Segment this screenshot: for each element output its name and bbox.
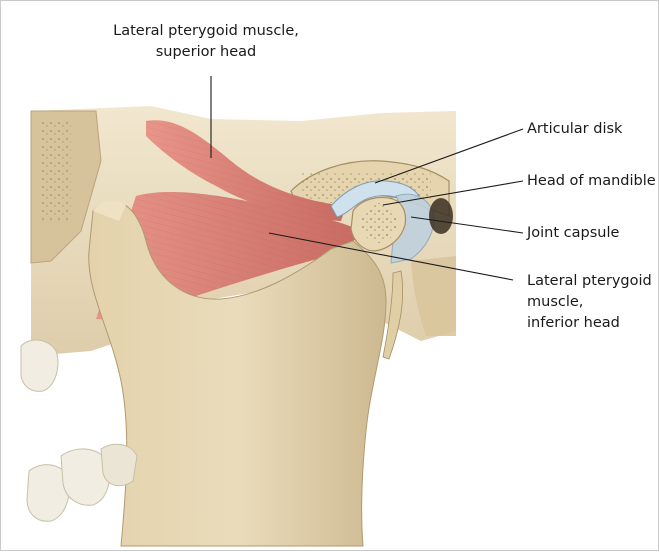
label-head-of-mandible: Head of mandible <box>527 171 656 192</box>
maxilla-spongy <box>41 121 71 221</box>
label-articular-disk: Articular disk <box>527 119 622 140</box>
ear-canal <box>429 198 453 234</box>
label-superior-head: Lateral pterygoid muscle, superior head <box>91 21 321 63</box>
label-inferior-head: Lateral pterygoid muscle, inferior head <box>527 271 652 334</box>
label-joint-capsule: Joint capsule <box>527 223 619 244</box>
